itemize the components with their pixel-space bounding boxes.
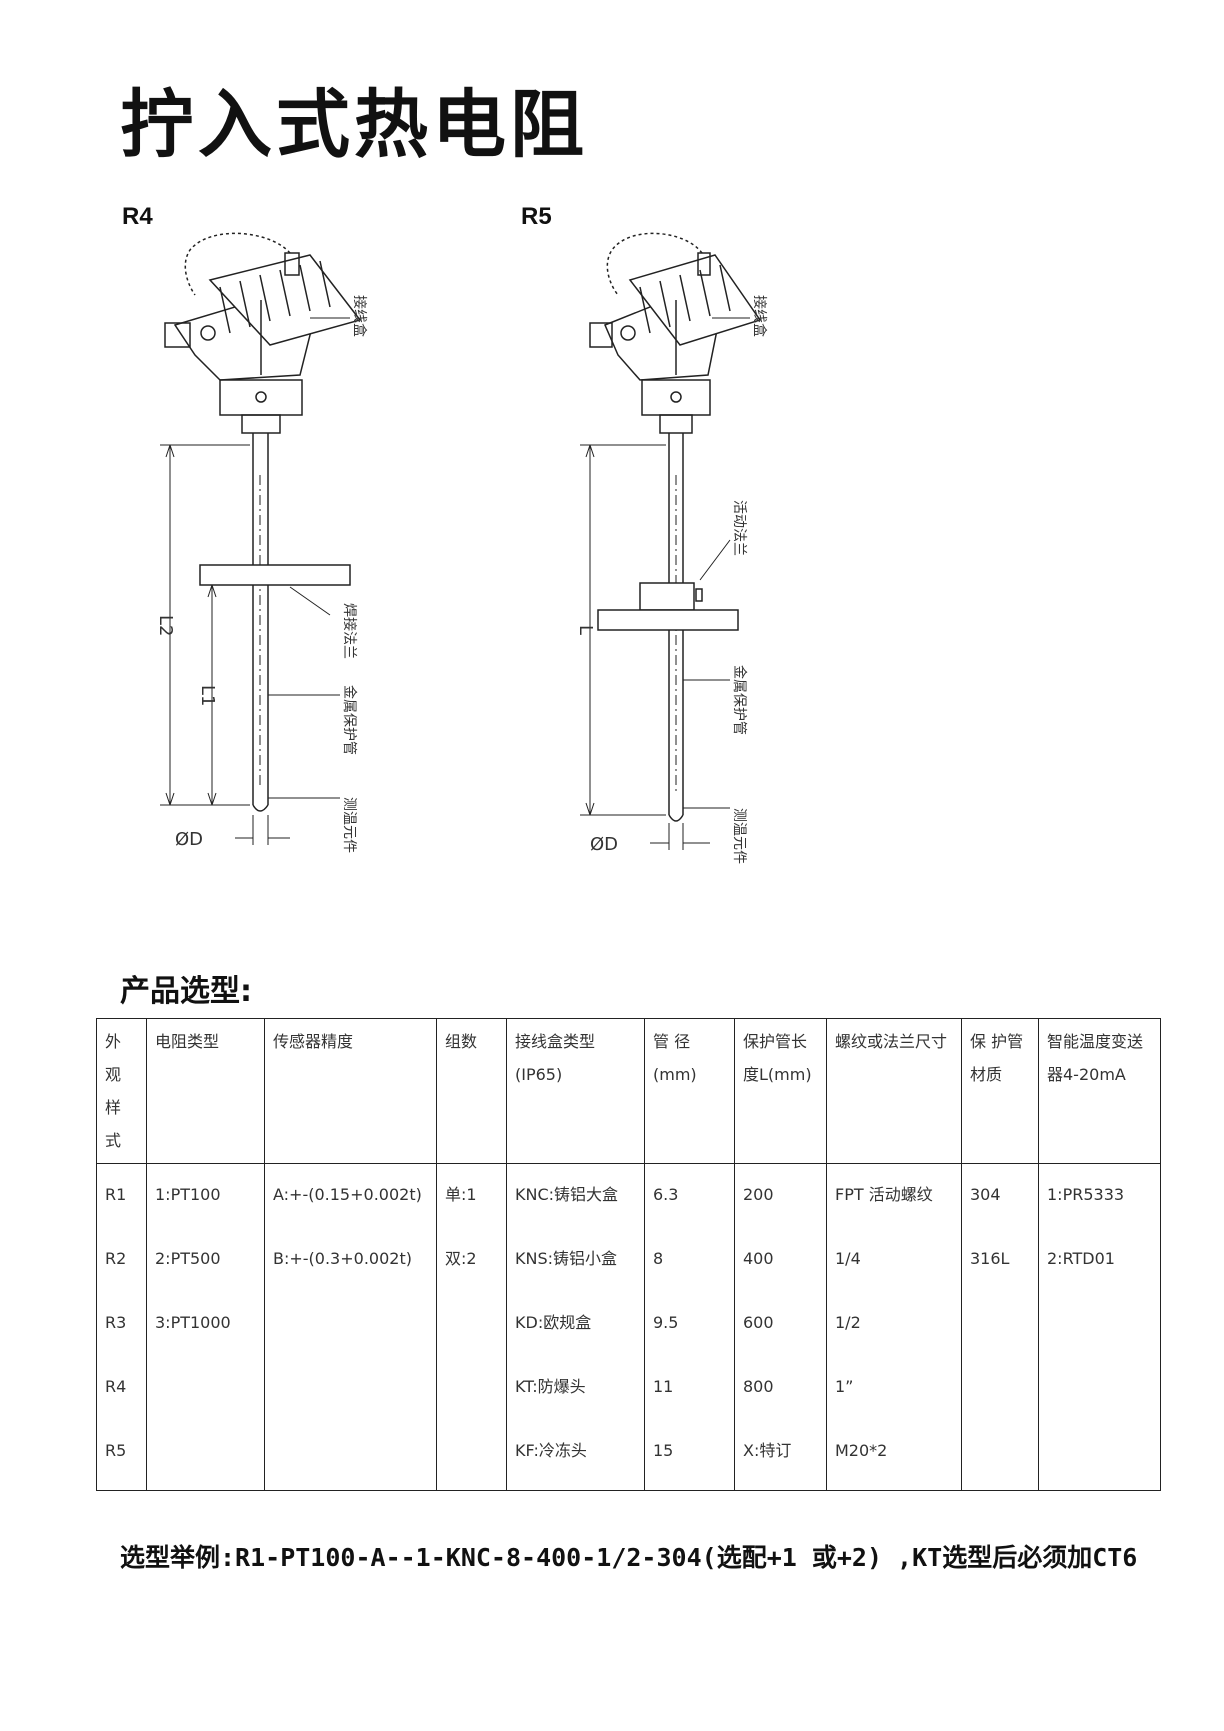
header-material: 保 护管 材质 [961, 1018, 1039, 1164]
drawing-r5: L ØD 接线盒 活动法兰 金属保护管 测温元件 [580, 232, 768, 864]
table-cell: KNS:铸铝小盒 [506, 1234, 645, 1298]
sliding-flange-collar [639, 582, 695, 611]
table-cell [436, 1298, 507, 1362]
table-cell [961, 1426, 1039, 1491]
dimension-lines [160, 444, 290, 845]
table-row: R2 2:PT500 B:+-(0.3+0.002t) 双:2 KNS:铸铝小盒… [96, 1234, 1161, 1298]
table-cell: 1:PT100 [146, 1163, 265, 1234]
table-cell: 3:PT1000 [146, 1298, 265, 1362]
table-row: R1 1:PT100 A:+-(0.15+0.002t) 单:1 KNC:铸铝大… [96, 1163, 1161, 1234]
table-cell: 6.3 [644, 1163, 735, 1234]
table-cell: R3 [96, 1298, 147, 1362]
header-diameter: 管 径(mm) [644, 1018, 735, 1164]
table-cell [1038, 1426, 1161, 1491]
dimension-label-l: L [580, 625, 596, 635]
table-cell [264, 1362, 437, 1426]
table-cell: 双:2 [436, 1234, 507, 1298]
table-header-row: 外观样式 电阻类型 传感器精度 组数 接线盒类型(IP65) 管 径(mm) 保… [96, 1018, 1161, 1164]
table-cell: R4 [96, 1362, 147, 1426]
table-cell: FPT 活动螺纹 [826, 1163, 962, 1234]
table-cell: 9.5 [644, 1298, 735, 1362]
terminal-box [164, 232, 362, 434]
table-cell: X:特订 [734, 1426, 827, 1491]
header-style: 外观样式 [96, 1018, 147, 1164]
table-cell [961, 1362, 1039, 1426]
table-cell: KF:冷冻头 [506, 1426, 645, 1491]
table-cell: 600 [734, 1298, 827, 1362]
table-cell [1038, 1362, 1161, 1426]
table-cell: 1/4 [826, 1234, 962, 1298]
callout-sensing-element: 测温元件 [341, 797, 357, 853]
welded-flange [199, 564, 351, 586]
table-cell [264, 1298, 437, 1362]
page-title: 拧入式热电阻 [120, 82, 588, 168]
table-cell: 400 [734, 1234, 827, 1298]
dimension-label-l2: L2 [155, 615, 176, 636]
table-cell: M20*2 [826, 1426, 962, 1491]
table-cell [146, 1362, 265, 1426]
callout-welded-flange: 焊接法兰 [341, 603, 358, 659]
selection-example: 选型举例:R1-PT100-A--1-KNC-8-400-1/2-304(选配+… [120, 1543, 1138, 1572]
header-length: 保护管长 度L(mm) [734, 1018, 827, 1164]
dimension-label-d: ØD [590, 834, 618, 855]
model-label-r4: R4 [122, 203, 153, 230]
dimension-lines [580, 444, 710, 850]
table-row: R3 3:PT1000 KD:欧规盒 9.5 600 1/2 [96, 1298, 1161, 1362]
table-cell [436, 1362, 507, 1426]
selection-table: 外观样式 电阻类型 传感器精度 组数 接线盒类型(IP65) 管 径(mm) 保… [96, 1018, 1161, 1491]
callout-terminal-box: 接线盒 [351, 295, 368, 337]
protective-tube [252, 433, 269, 812]
table-cell [961, 1298, 1039, 1362]
terminal-box [589, 232, 762, 434]
table-cell: 800 [734, 1362, 827, 1426]
callout-metal-tube: 金属保护管 [731, 665, 747, 735]
header-thread-flange: 螺纹或法兰尺寸 [826, 1018, 962, 1164]
callout-sliding-flange: 活动法兰 [731, 500, 747, 556]
table-cell: 单:1 [436, 1163, 507, 1234]
table-cell: 304 [961, 1163, 1039, 1234]
table-cell: B:+-(0.3+0.002t) [264, 1234, 437, 1298]
sliding-flange [597, 609, 739, 631]
table-cell [146, 1426, 265, 1491]
dimension-label-l1: L1 [197, 685, 218, 706]
header-group-count: 组数 [436, 1018, 507, 1164]
table-cell: 1” [826, 1362, 962, 1426]
callout-terminal-box: 接线盒 [751, 295, 768, 337]
table-cell: 200 [734, 1163, 827, 1234]
header-junction-box: 接线盒类型(IP65) [506, 1018, 645, 1164]
table-cell: 8 [644, 1234, 735, 1298]
table-cell: KD:欧规盒 [506, 1298, 645, 1362]
table-cell [436, 1426, 507, 1491]
drawing-r4: L2 L1 ØD 接线盒 焊接法兰 金属保护管 测温元件 [155, 232, 368, 853]
table-cell: 1:PR5333 [1038, 1163, 1161, 1234]
header-accuracy: 传感器精度 [264, 1018, 437, 1164]
table-cell: R5 [96, 1426, 147, 1491]
table-cell: 1/2 [826, 1298, 962, 1362]
callout-lines [683, 317, 750, 809]
table-row: R4 KT:防爆头 11 800 1” [96, 1362, 1161, 1426]
table-cell: 2:RTD01 [1038, 1234, 1161, 1298]
model-label-r5: R5 [521, 203, 552, 230]
callout-lines [268, 317, 350, 799]
set-screw [695, 588, 703, 602]
table-cell: 2:PT500 [146, 1234, 265, 1298]
callout-sensing-element: 测温元件 [731, 808, 747, 864]
table-cell [264, 1426, 437, 1491]
table-cell: R1 [96, 1163, 147, 1234]
table-row: R5 KF:冷冻头 15 X:特订 M20*2 [96, 1426, 1161, 1491]
section-title: 产品选型: [120, 974, 252, 1009]
table-cell [1038, 1298, 1161, 1362]
dimension-label-d: ØD [175, 829, 203, 850]
table-cell: 11 [644, 1362, 735, 1426]
header-transmitter: 智能温度变送器4-20mA [1038, 1018, 1161, 1164]
callout-metal-tube: 金属保护管 [341, 685, 357, 755]
table-cell: R2 [96, 1234, 147, 1298]
table-cell: KNC:铸铝大盒 [506, 1163, 645, 1234]
table-cell: A:+-(0.15+0.002t) [264, 1163, 437, 1234]
table-cell: 316L [961, 1234, 1039, 1298]
header-resistor-type: 电阻类型 [146, 1018, 265, 1164]
table-cell: KT:防爆头 [506, 1362, 645, 1426]
table-cell: 15 [644, 1426, 735, 1491]
